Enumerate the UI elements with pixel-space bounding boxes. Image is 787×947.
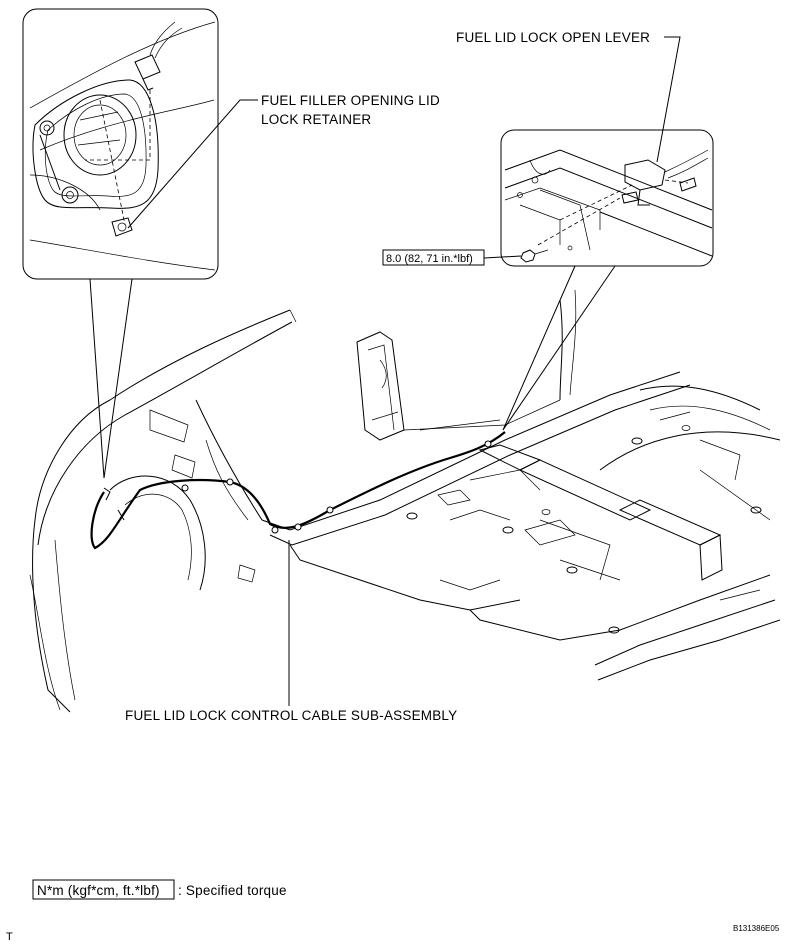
cable-label: FUEL LID LOCK CONTROL CABLE SUB-ASSEMBLY xyxy=(125,708,457,723)
open-lever-leader xyxy=(656,36,681,163)
vehicle-body xyxy=(29,289,781,713)
right-inset-pointer xyxy=(502,265,616,431)
legend-box-text: N*m (kgf*cm, ft.*lbf) xyxy=(37,883,160,898)
torque-legend: N*m (kgf*cm, ft.*lbf) : Specified torque xyxy=(32,879,287,900)
fuel-filler-label-line1: FUEL FILLER OPENING LID xyxy=(261,93,440,108)
open-lever-label: FUEL LID LOCK OPEN LEVER xyxy=(456,30,650,45)
open-lever-inset xyxy=(500,129,714,267)
torque-leader xyxy=(483,255,522,259)
fuel-filler-label-line2: LOCK RETAINER xyxy=(261,112,371,127)
fuel-lid-cable xyxy=(90,431,506,550)
corner-mark: T xyxy=(6,931,13,943)
left-inset-pointer xyxy=(89,278,133,479)
legend-description: : Specified torque xyxy=(178,883,287,898)
figure-code: B131386E05 xyxy=(733,924,780,933)
cable-clamps xyxy=(103,440,492,534)
fuel-filler-inset xyxy=(22,8,219,280)
fuel-filler-leader xyxy=(127,99,258,229)
torque-value: 8.0 (82, 71 in.*lbf) xyxy=(386,253,473,265)
